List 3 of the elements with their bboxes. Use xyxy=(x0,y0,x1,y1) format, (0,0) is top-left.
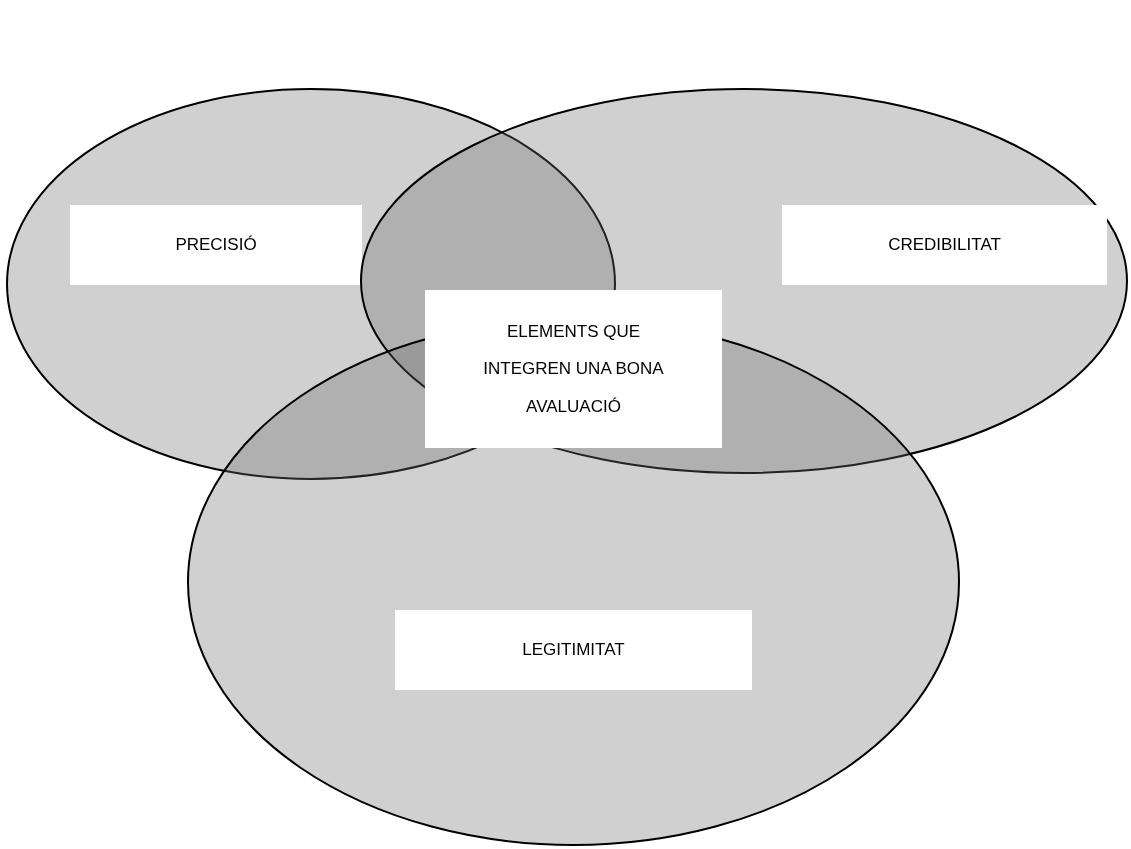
category-label: LEGITIMITAT xyxy=(395,610,752,690)
category-label: PRECISIÓ xyxy=(70,205,362,285)
category-label: CREDIBILITAT xyxy=(782,205,1107,285)
